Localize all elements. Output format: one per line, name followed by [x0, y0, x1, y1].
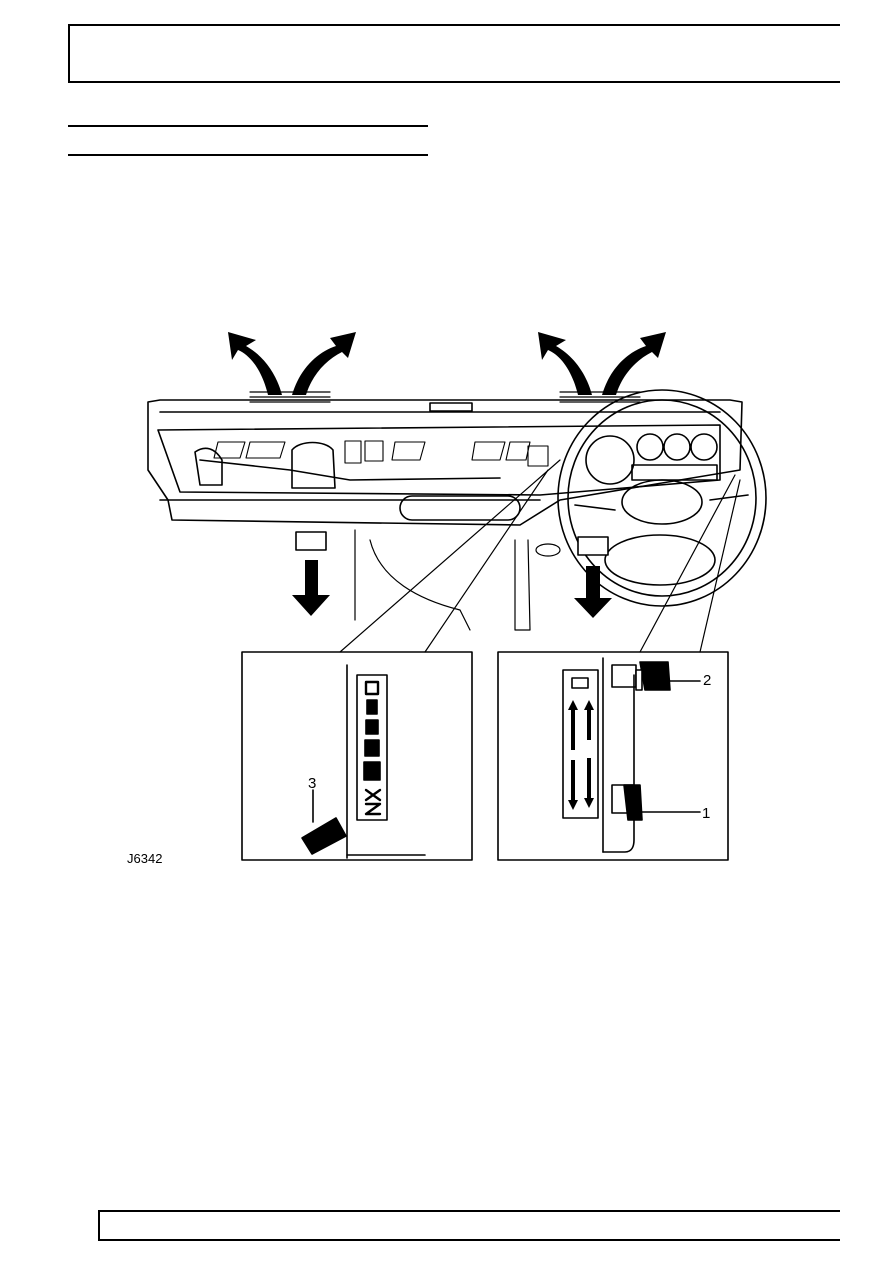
lower-vents: [295, 531, 609, 556]
callout-2-label: 2: [703, 672, 712, 689]
callout-3-label: 3: [308, 775, 317, 792]
figure-reference-id: J6342: [127, 851, 163, 866]
dash-face-vents: [213, 440, 549, 467]
inset-leader-lines: [339, 459, 741, 653]
section-rule-top: [68, 125, 428, 127]
vent-slats-top: [249, 391, 641, 403]
dashboard-body: [147, 399, 743, 526]
steering-wheel-and-instruments: [557, 389, 767, 607]
floor-console-lines: [354, 529, 561, 631]
page-footer-box: [98, 1210, 840, 1241]
dashboard-heater-controls-illustration: [120, 320, 780, 880]
section-rule-bottom: [68, 154, 428, 156]
left-detail-inset-blower-control: [241, 651, 473, 861]
right-detail-inset-temperature-distribution: [497, 651, 729, 861]
callout-1-label: 1: [702, 805, 711, 822]
upward-airflow-arrows: [228, 332, 666, 395]
page-header-box: [68, 24, 840, 83]
downward-airflow-arrows: [292, 560, 612, 618]
